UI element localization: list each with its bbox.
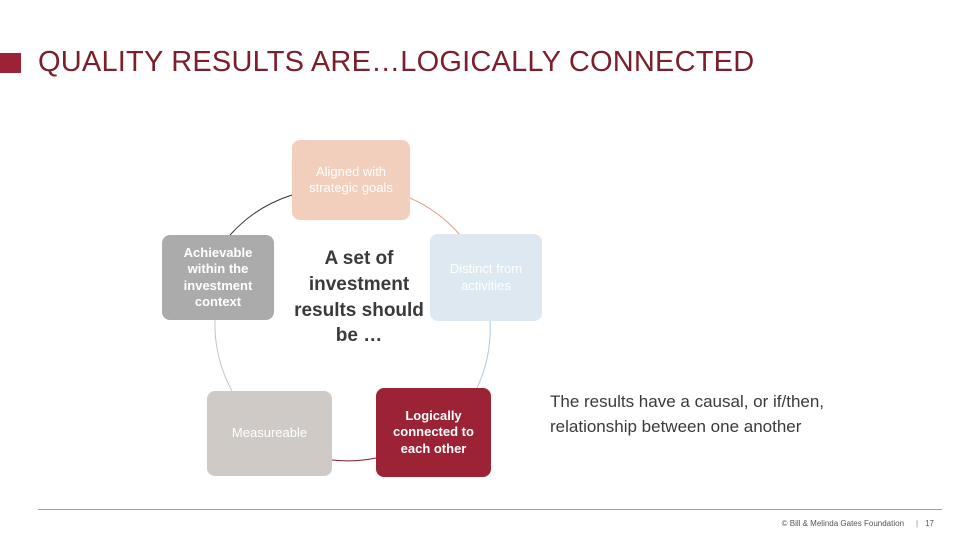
node-label: Aligned with strategic goals [309,163,393,195]
node-label: Distinct from activities [449,261,523,293]
callout-text: The results have a causal, or if/then, r… [550,392,825,436]
node-aligned-with-strategic-goals: Aligned with strategic goals [292,140,410,220]
arc-aligned-to-distinct [409,197,461,236]
node-achievable: Achievable within the investment context [162,235,274,320]
page-number: 17 [925,519,934,528]
title-accent-marker [0,53,21,73]
node-measureable: Measureable [207,391,332,476]
node-distinct-from-activities: Distinct from activities [430,234,542,321]
arc-logical-to-measureable [331,457,377,462]
diagram-center-text: A set of investment results should be … [294,248,424,347]
footer-separator: | [916,519,919,528]
node-label: Measureable [231,425,308,441]
footer: © Bill & Melinda Gates Foundation | 17 [782,519,934,528]
node-label: Achievable within the investment context [183,245,253,309]
node-label: Logically connected to each other [393,408,474,456]
footer-divider [38,509,942,510]
arc-measureable-to-achievable [214,319,233,392]
footer-copyright: © Bill & Melinda Gates Foundation [781,519,905,528]
page-title: QUALITY RESULTS ARE…LOGICALLY CONNECTED [38,46,755,78]
arc-achievable-to-aligned [229,194,293,236]
arc-distinct-to-logical [475,320,491,391]
node-logically-connected: Logically connected to each other [376,388,491,477]
